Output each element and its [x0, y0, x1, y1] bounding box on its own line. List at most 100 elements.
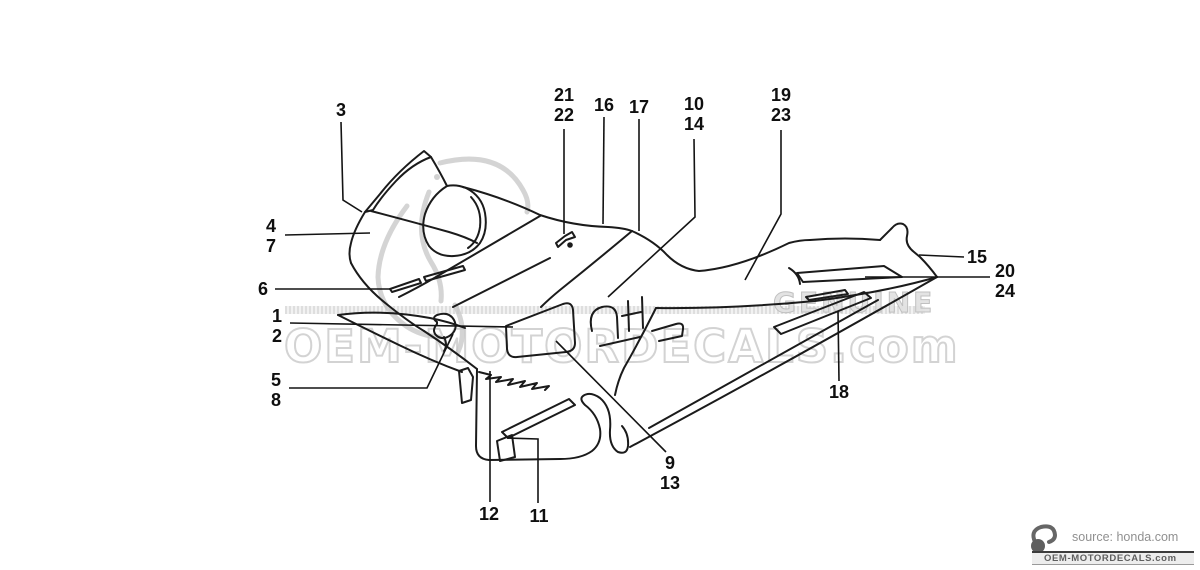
cockpit-inner-arc: [467, 196, 482, 249]
windscreen-base-connector: [430, 156, 448, 187]
logo-decal-piece: [651, 322, 685, 342]
leader-line-4-7: [284, 232, 371, 236]
under-seat-edge: [614, 307, 657, 396]
rear-panel-stripe: [648, 299, 879, 429]
windscreen-outline: [364, 150, 432, 213]
stripe-decal-1-2: [505, 302, 576, 359]
callout-number: 6: [257, 278, 269, 299]
callout-number: 10: [683, 93, 705, 114]
callout-number: 22: [553, 105, 575, 125]
tail-top-edge: [809, 237, 881, 241]
callout-number: 11: [529, 505, 549, 526]
belly-line: [423, 330, 478, 370]
callout-number: 1: [271, 305, 283, 326]
upper-fairing-group: [348, 150, 487, 332]
leader-line-3: [340, 121, 363, 213]
callout-number: 2: [271, 326, 283, 346]
dart-decal-21-22: [555, 231, 576, 248]
body-bottom-diagonal: [629, 276, 938, 448]
brand-strip-text: OEM-MOTORDECALS.com: [1044, 553, 1177, 564]
callout-number: 19: [770, 84, 792, 105]
tail-fin-outline: [879, 222, 938, 278]
leader-line-11: [506, 437, 539, 503]
callout-number: 20: [994, 260, 1016, 281]
swirl-arc: [452, 302, 465, 355]
tank-top-edge: [462, 186, 633, 232]
nose-front-edge: [348, 211, 366, 264]
source-text: source: honda.com: [1072, 530, 1179, 544]
cowl-small-decal: [496, 434, 516, 462]
callout-number: 3: [335, 99, 347, 120]
callout-number: 23: [770, 105, 792, 125]
callout-number: 16: [593, 94, 615, 115]
tail-bottom-edge: [655, 276, 938, 310]
lower-cowl-outline: [475, 368, 630, 461]
panel-seam-mid: [452, 257, 551, 308]
flourish-decal-12: [478, 371, 550, 391]
lower-cowl-group: [423, 330, 630, 462]
watermark-halftone-band: [285, 306, 925, 314]
thin-stripe-decal-6a: [389, 278, 422, 293]
callout-number: 14: [683, 114, 705, 134]
callout-number: 8: [270, 390, 282, 410]
seat-front-bracket: [788, 267, 801, 285]
tail-group: [629, 222, 938, 448]
callout-label-16: 16: [594, 95, 614, 115]
callout-number: 12: [478, 503, 500, 524]
thin-stripe-decal-6b: [423, 265, 466, 282]
tail-step-stripe: [805, 289, 849, 301]
callout-label-17: 17: [629, 97, 649, 117]
swirl-arc: [437, 156, 531, 215]
callout-number: 21: [553, 84, 575, 105]
callout-number: 4: [265, 215, 277, 236]
callout-label-6: 6: [258, 279, 268, 299]
attribution-badge: source: honda.com OEM-MOTORDECALS.com: [1020, 522, 1200, 570]
panel-seam-rear: [540, 230, 633, 308]
callout-number: 7: [265, 236, 277, 256]
callout-number: 15: [966, 246, 988, 267]
logo-decal-underline: [599, 336, 641, 347]
callout-number: 9: [664, 452, 675, 473]
cowl-front-piece: [458, 367, 474, 404]
callout-label-11: 11: [529, 506, 548, 526]
logo-decal-stroke: [627, 300, 630, 332]
swirl-arc: [418, 189, 444, 304]
leader-line-5-8: [289, 333, 454, 389]
brand-strip: OEM-MOTORDECALS.com: [1032, 551, 1194, 565]
callout-label-18: 18: [829, 382, 849, 402]
emblem-decal-5-8: [433, 312, 457, 340]
callout-number: 13: [659, 473, 681, 493]
shoulder-seam: [370, 210, 478, 244]
logo-decal-stroke: [621, 311, 642, 317]
callout-number: 17: [628, 96, 650, 117]
side-stripe-decal-18: [773, 291, 872, 335]
leader-line-9-13: [555, 340, 667, 453]
callout-label-12: 12: [479, 504, 499, 524]
leader-line-19-23: [744, 130, 782, 281]
callout-number: 5: [270, 369, 282, 390]
swirl-dot: [434, 174, 440, 180]
logo-decal-stroke: [641, 296, 644, 329]
dart-decal-dot: [567, 242, 573, 248]
leader-line-1-2: [289, 322, 514, 328]
panel-seam-upper: [398, 215, 541, 298]
leader-line-16: [602, 116, 605, 225]
leader-line-10-14: [607, 138, 696, 298]
leader-line-15: [918, 254, 965, 258]
cowl-stripe-decal-11: [501, 398, 576, 439]
callout-label-3: 3: [336, 100, 346, 120]
logo-decal-hook: [589, 305, 619, 339]
callout-number: 24: [994, 281, 1016, 301]
leader-line-18: [837, 310, 840, 382]
